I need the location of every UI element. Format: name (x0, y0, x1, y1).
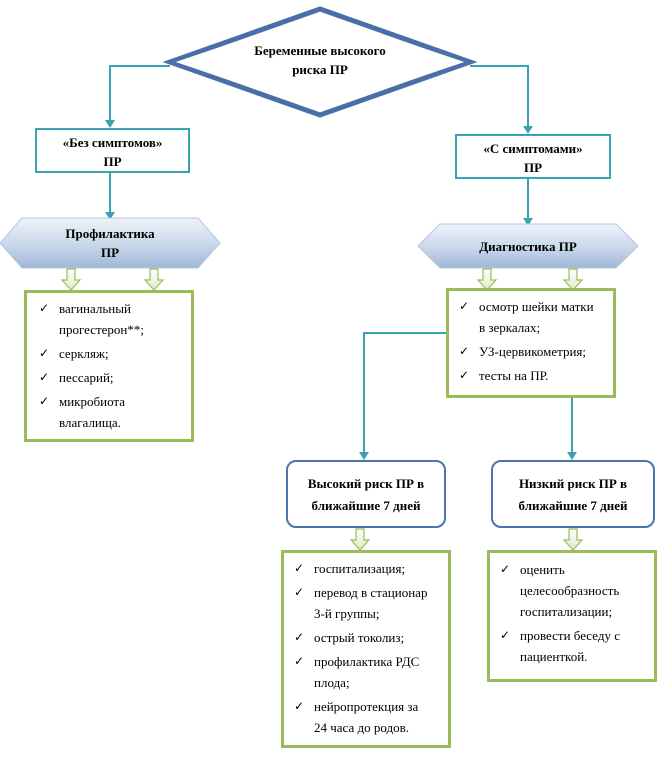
high-risk-measures-list: госпитализация; перевод в стационар 3-й … (292, 558, 442, 738)
connector-lines (109, 65, 573, 452)
with-symptoms-line1: «С симптомами» (483, 141, 583, 156)
top-decision-diamond (162, 6, 478, 118)
list-item: острый токолиз; (292, 627, 442, 648)
top-node-line2: риска ПР (292, 62, 348, 77)
list-item: пессарий; (37, 367, 185, 388)
with-symptoms-line2: ПР (523, 160, 543, 175)
low-risk-measures-box: оценить целесообразность госпитализации;… (487, 550, 657, 682)
list-item: госпитализация; (292, 558, 442, 579)
list-item: серкляж; (37, 343, 185, 364)
prevention-label: Профилактика ПР (20, 224, 200, 262)
list-item: нейропротекция за 24 часа до родов. (292, 696, 442, 738)
top-node-line1: Беременные высокого (254, 43, 386, 58)
prevention-line2: ПР (100, 245, 120, 260)
no-symptoms-line1: «Без симптомов» (62, 135, 163, 150)
diagnostics-measures-list: осмотр шейки матки в зеркалах; УЗ-цервик… (457, 296, 607, 386)
top-node-label: Беременные высокого риска ПР (220, 41, 420, 79)
list-item: профилактика РДС плода; (292, 651, 442, 693)
list-item: провести беседу с пациенткой. (498, 625, 648, 667)
high-risk-box: Высокий риск ПР в ближайшие 7 дней (286, 460, 446, 528)
list-item: УЗ-цервикометрия; (457, 341, 607, 362)
high-risk-line2: ближайшие 7 дней (311, 498, 421, 513)
list-item: вагинальный прогестерон**; (37, 298, 185, 340)
connector-arrowheads (105, 120, 577, 460)
low-risk-box: Низкий риск ПР в ближайшие 7 дней (491, 460, 655, 528)
list-item: оценить целесообразность госпитализации; (498, 559, 648, 622)
list-item: микробиота влагалища. (37, 391, 185, 433)
prevention-line1: Профилактика (65, 226, 155, 241)
low-risk-line2: ближайшие 7 дней (518, 498, 628, 513)
diagnostics-line1: Диагностика ПР (479, 239, 577, 254)
diagnostics-hexagon (417, 223, 639, 269)
diagnostics-label: Диагностика ПР (430, 237, 626, 256)
prevention-measures-box: вагинальный прогестерон**; серкляж; песс… (24, 290, 194, 442)
list-item: перевод в стационар 3-й группы; (292, 582, 442, 624)
with-symptoms-box: «С симптомами» ПР (455, 134, 611, 179)
prevention-measures-list: вагинальный прогестерон**; серкляж; песс… (37, 298, 185, 433)
low-risk-measures-list: оценить целесообразность госпитализации;… (498, 559, 648, 667)
prevention-hexagon (0, 217, 221, 269)
list-item: тесты на ПР. (457, 365, 607, 386)
no-symptoms-line2: ПР (103, 154, 122, 169)
high-risk-measures-box: госпитализация; перевод в стационар 3-й … (281, 550, 451, 748)
no-symptoms-box: «Без симптомов» ПР (35, 128, 190, 173)
diagnostics-measures-box: осмотр шейки матки в зеркалах; УЗ-цервик… (446, 288, 616, 398)
high-risk-line1: Высокий риск ПР в (307, 476, 425, 491)
down-arrow-icons (60, 268, 584, 551)
low-risk-line1: Низкий риск ПР в (518, 476, 628, 491)
list-item: осмотр шейки матки в зеркалах; (457, 296, 607, 338)
